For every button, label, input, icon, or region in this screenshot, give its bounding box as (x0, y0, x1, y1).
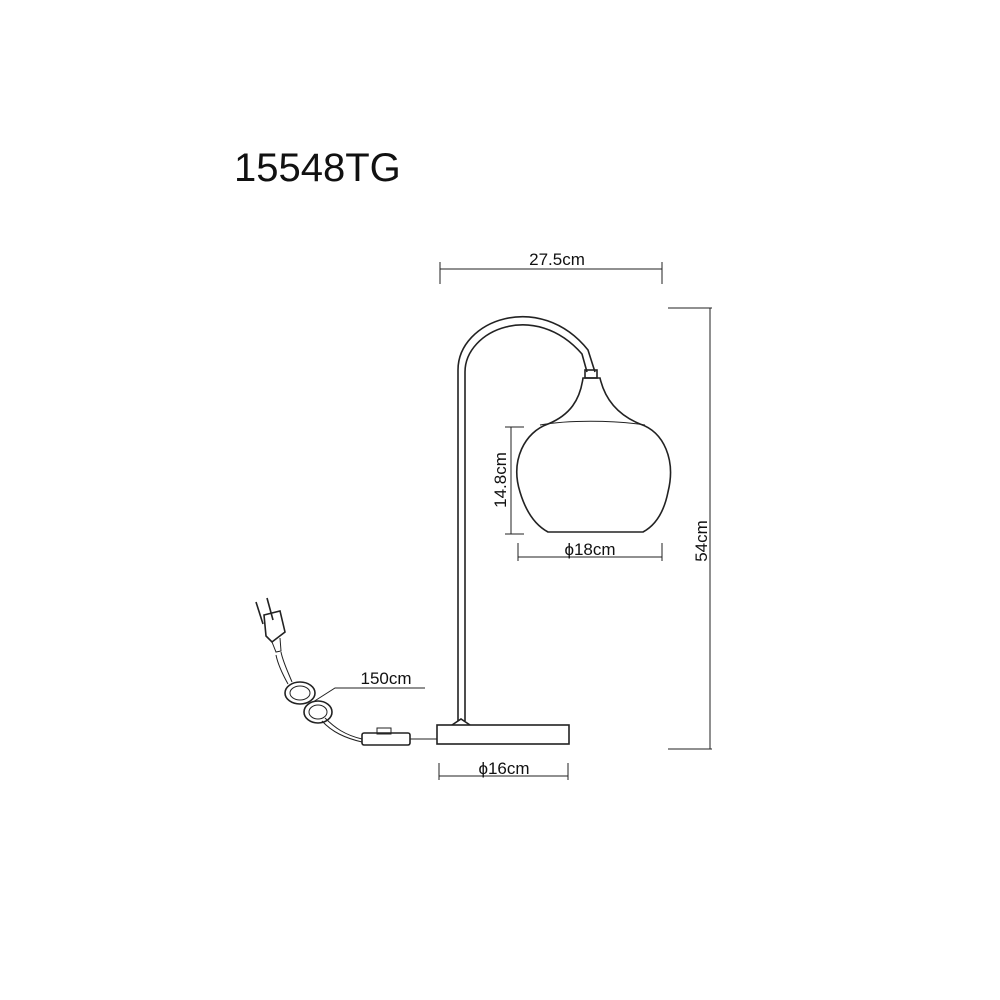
cable-coil (284, 681, 316, 705)
lamp-arm (457, 315, 596, 721)
plug-icon (255, 597, 286, 653)
power-cable (255, 597, 437, 746)
shade-height-label: 14.8cm (491, 452, 510, 508)
base-diameter-dimension: ϕ16cm (438, 759, 569, 780)
height-dimension: 54cm (668, 307, 712, 750)
cable-length-label: 150cm (360, 669, 411, 688)
model-code: 15548TG (234, 146, 401, 190)
height-label: 54cm (692, 520, 711, 562)
cable-length-dimension: 150cm (312, 669, 425, 703)
lamp-base (436, 718, 570, 745)
width-label: 27.5cm (529, 250, 585, 269)
shade-diameter-dimension: ϕ18cm (517, 540, 663, 561)
lamp-shade (516, 369, 672, 533)
base-diameter-label: ϕ16cm (478, 759, 529, 778)
shade-diameter-label: ϕ18cm (564, 540, 615, 559)
inline-switch (361, 732, 411, 746)
shade-height-dimension: 14.8cm (491, 426, 524, 535)
width-dimension: 27.5cm (439, 250, 663, 284)
